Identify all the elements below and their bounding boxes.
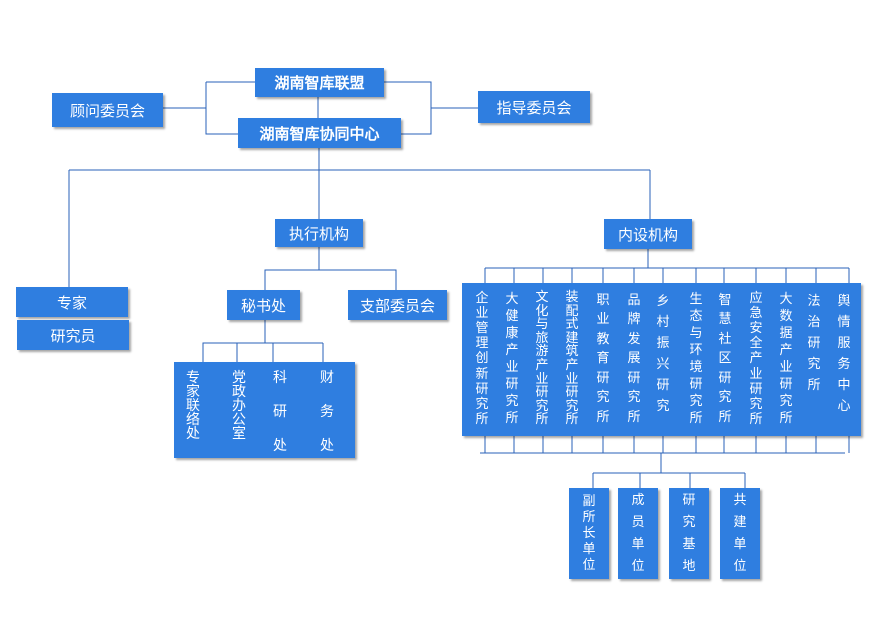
researcher-box: 研究员 xyxy=(17,320,129,350)
institute-column: 舆情服务中心 xyxy=(837,294,851,414)
institute-column: 法治研究所 xyxy=(807,294,821,393)
secretariat-box: 秘书处 xyxy=(227,290,300,320)
unit-label: 共建单位 xyxy=(733,492,747,574)
unit-box: 研究基地 xyxy=(669,488,709,579)
division-panel xyxy=(174,362,355,458)
institute-column: 大健康产业研究所 xyxy=(505,292,519,426)
unit-label: 副所长单位 xyxy=(582,493,596,573)
division-column: 党政办公室 xyxy=(232,370,246,442)
institute-column: 应急安全产业研究所 xyxy=(749,291,763,427)
institute-column: 乡村振兴研究 xyxy=(656,294,670,414)
institute-column: 装配式建筑产业研究所 xyxy=(565,290,579,428)
institutes-panel xyxy=(462,283,861,436)
advisory-committee-box: 顾问委员会 xyxy=(52,93,163,127)
division-column: 科研处 xyxy=(273,370,287,454)
guidance-committee-box: 指导委员会 xyxy=(478,91,590,123)
center-box: 湖南智库协同中心 xyxy=(238,118,401,148)
division-column: 财务处 xyxy=(320,370,334,454)
execution-box: 执行机构 xyxy=(275,219,363,247)
unit-box: 副所长单位 xyxy=(569,488,609,579)
division-column: 专家联络处 xyxy=(186,370,200,442)
unit-label: 成员单位 xyxy=(631,492,645,574)
institute-column: 品牌发展研究所 xyxy=(627,293,641,425)
institute-column: 文化与旅游产业研究所 xyxy=(535,290,549,428)
institute-column: 大数据产业研究所 xyxy=(779,292,793,426)
internal-box: 内设机构 xyxy=(604,219,692,249)
branch-committee-box: 支部委员会 xyxy=(348,290,447,320)
institute-column: 职业教育研究所 xyxy=(596,293,610,425)
unit-label: 研究基地 xyxy=(682,492,696,574)
institute-column: 生态与环境研究所 xyxy=(689,292,703,426)
institute-column: 企业管理创新研究所 xyxy=(475,291,489,427)
unit-box: 成员单位 xyxy=(618,488,658,579)
unit-box: 共建单位 xyxy=(720,488,760,579)
expert-box: 专家 xyxy=(16,287,128,317)
institute-column: 智慧社区研究所 xyxy=(718,293,732,425)
alliance-box: 湖南智库联盟 xyxy=(255,68,384,97)
